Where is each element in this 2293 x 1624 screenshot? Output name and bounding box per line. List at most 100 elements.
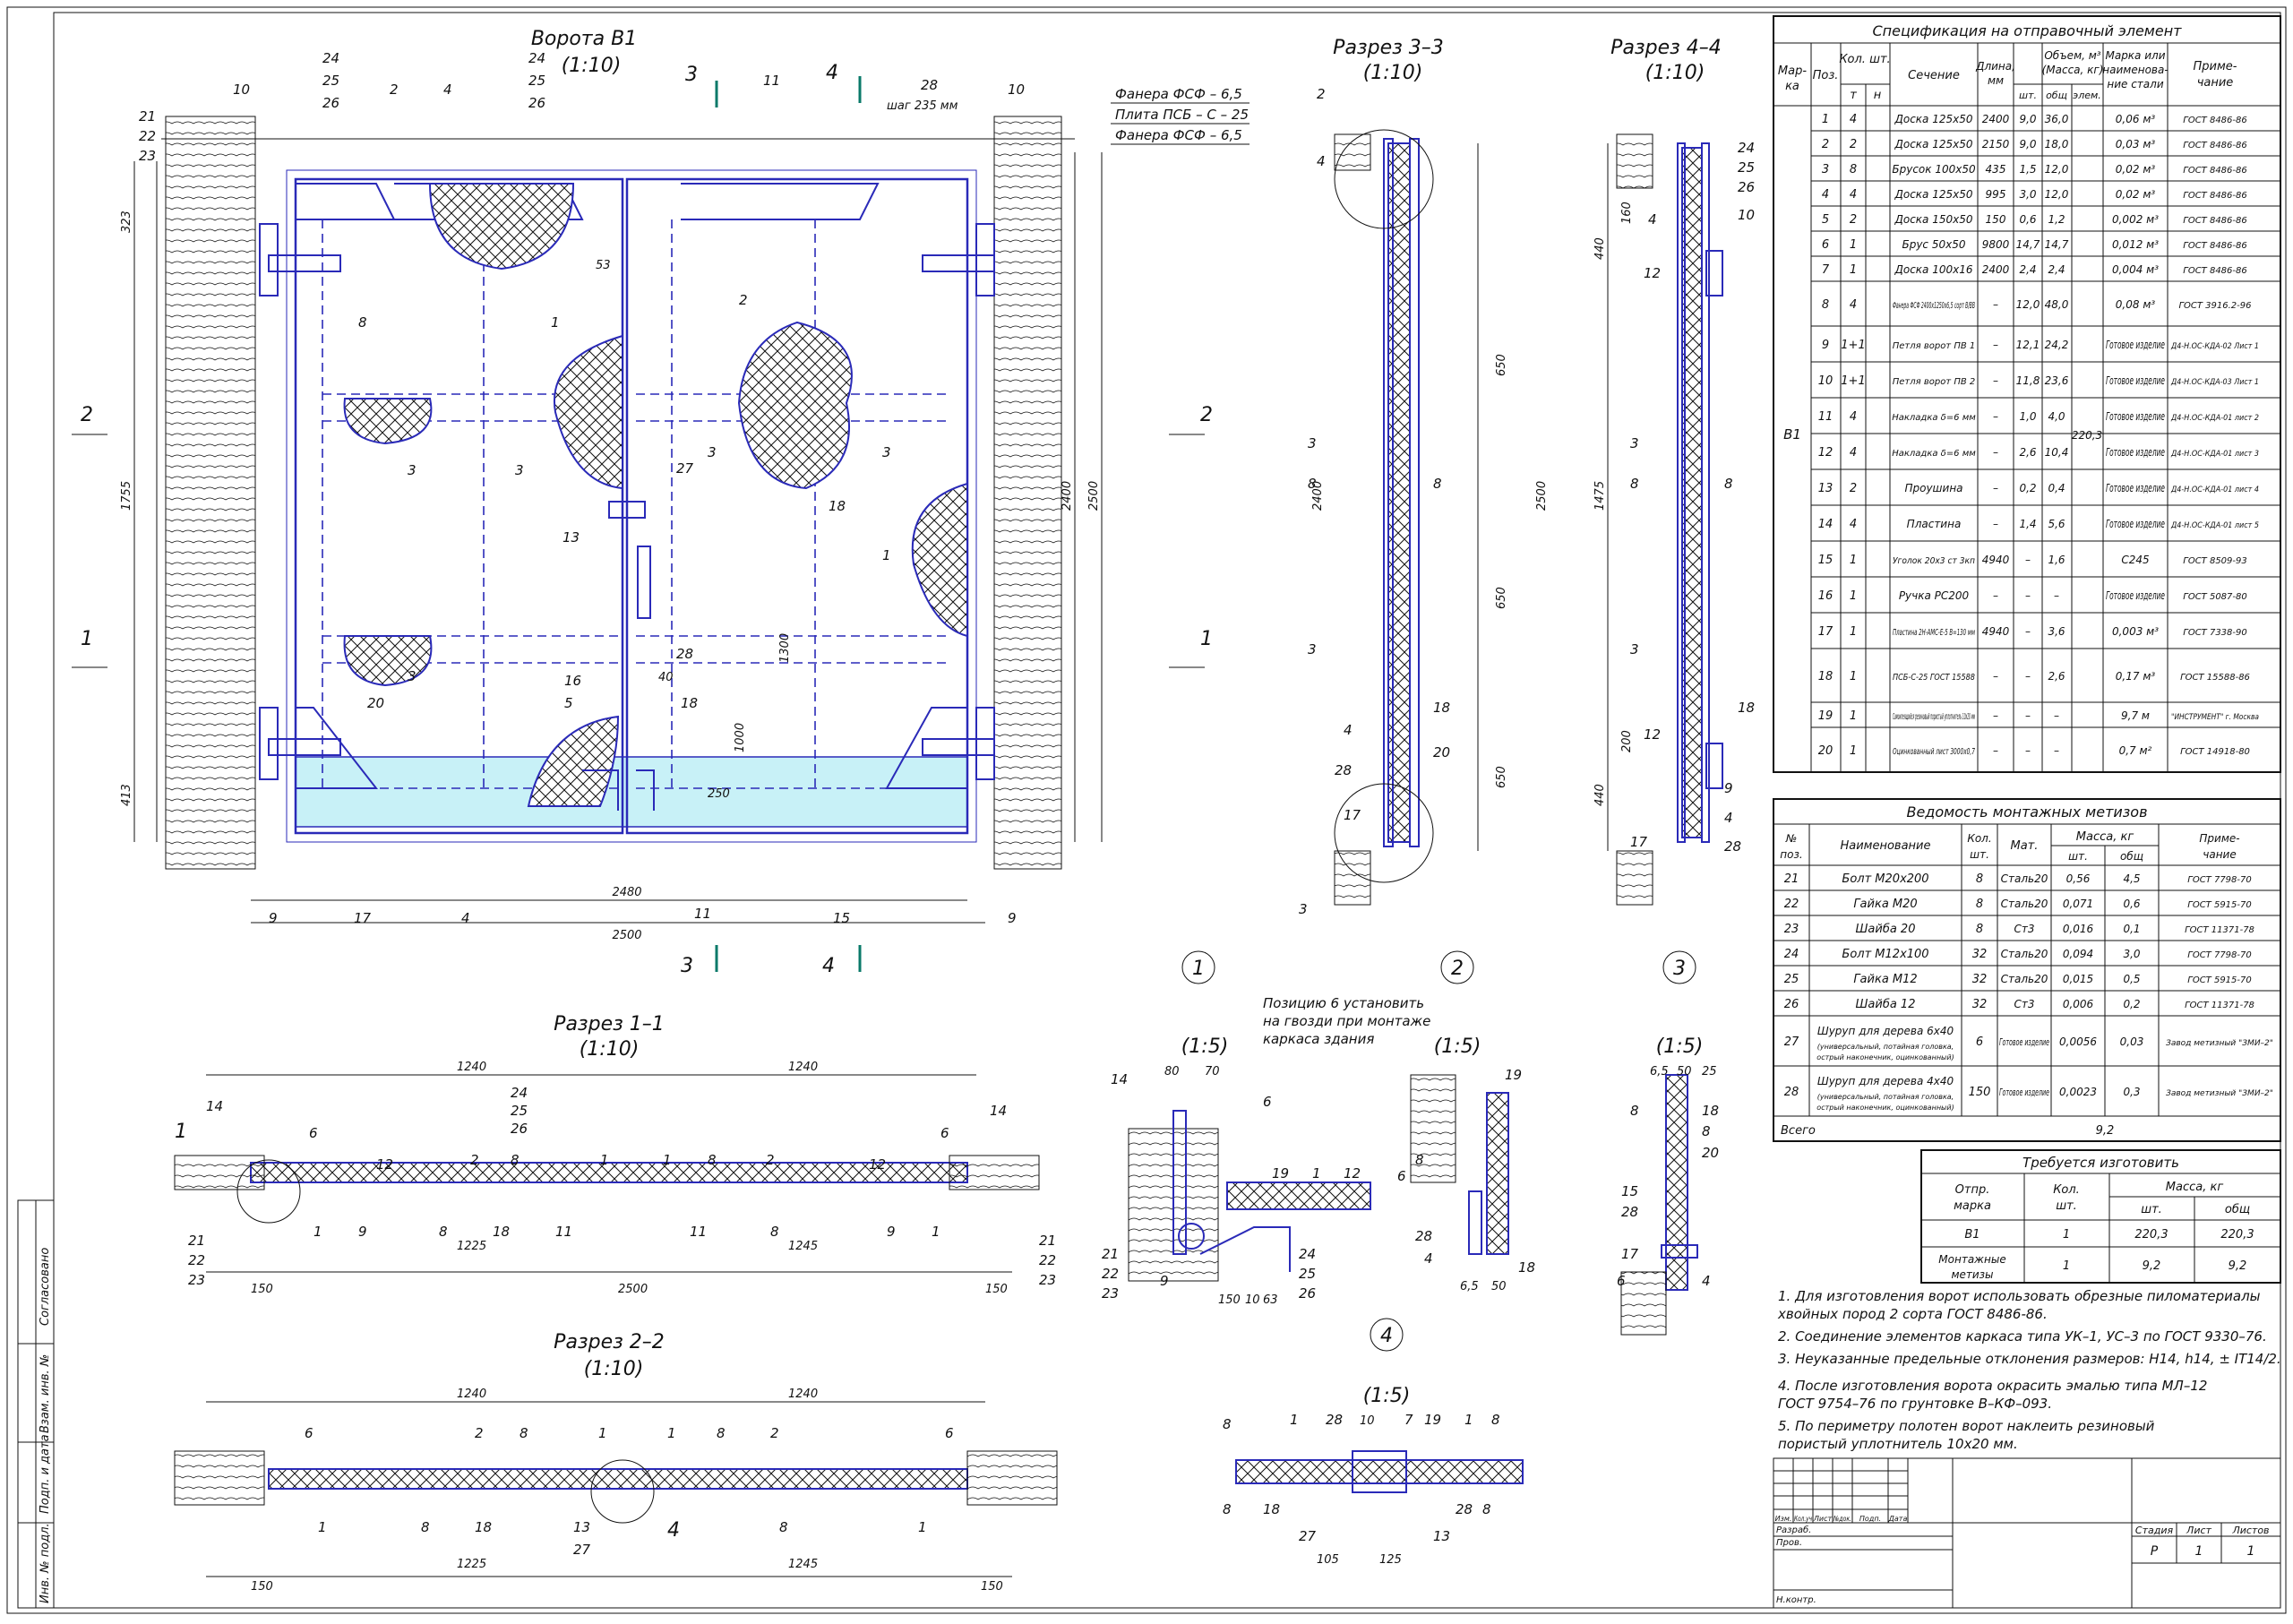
svg-text:(1:5): (1:5) [1434, 1035, 1481, 1058]
table-cell: 1 [1822, 113, 1829, 126]
spec-mark: В1 [1783, 426, 1801, 443]
table-cell: – [2025, 709, 2031, 722]
svg-text:17: 17 [1630, 834, 1648, 850]
table-cell: 0,6 [2123, 898, 2140, 910]
svg-text:440: 440 [1593, 237, 1607, 260]
svg-text:19: 19 [1505, 1067, 1522, 1083]
table-cell: 48,0 [2045, 298, 2069, 311]
table-cell: – [1993, 670, 1998, 683]
svg-text:1240: 1240 [788, 1388, 818, 1401]
table-cell: Д4-Н.ОС-КДА-02 Лист 1 [2170, 342, 2259, 351]
stamp-col: Подп. [1859, 1515, 1881, 1523]
svg-text:3: 3 [1308, 641, 1317, 657]
svg-text:8: 8 [770, 1224, 779, 1240]
table-cell: 9800 [1982, 238, 2010, 251]
table-cell: 3 [1822, 163, 1829, 176]
table-cell: Готовое изделие [2106, 518, 2165, 530]
table-cell: 1+1 [1841, 339, 1865, 352]
table-cell: ГОСТ 11371-78 [2185, 925, 2254, 935]
svg-text:1: 1 [1312, 1165, 1321, 1181]
table-cell: 0,06 м³ [2116, 113, 2156, 125]
svg-text:440: 440 [1593, 784, 1607, 806]
svg-text:2400: 2400 [1311, 481, 1325, 511]
svg-text:650: 650 [1495, 587, 1508, 609]
svg-text:26: 26 [1299, 1285, 1316, 1302]
table-cell: 32 [1972, 973, 1988, 986]
svg-text:650: 650 [1495, 354, 1508, 376]
stamp-col: Изм. [1775, 1515, 1792, 1523]
table-cell: 20 [1818, 744, 1834, 758]
table-cell: 5 [1822, 213, 1829, 227]
wall-siding-right [993, 116, 1062, 870]
svg-text:160: 160 [1620, 202, 1634, 224]
table-cell: 4 [1850, 446, 1857, 460]
table-cell: – [1993, 446, 1998, 459]
side-label-agreed: Согласовано [39, 1248, 52, 1326]
svg-text:4: 4 [1648, 211, 1657, 228]
svg-text:1: 1 [1464, 1412, 1473, 1428]
table-cell: 2,6 [2019, 446, 2036, 459]
svg-text:8: 8 [1223, 1501, 1232, 1517]
table-cell: общ [2120, 850, 2143, 863]
table-cell: Самоклеящийся резиновый пористый уплотни… [1893, 712, 1975, 722]
table-cell: 24 [1784, 948, 1799, 961]
table-cell: ГОСТ 8509-93 [2183, 556, 2247, 566]
table-cell: 1,4 [2019, 518, 2036, 530]
table-cell: Приме- [2199, 832, 2239, 845]
svg-text:каркаса здания: каркаса здания [1263, 1031, 1374, 1047]
svg-text:9: 9 [887, 1224, 896, 1240]
table-cell: общ [2046, 90, 2067, 101]
svg-text:18: 18 [1518, 1259, 1535, 1276]
svg-text:13: 13 [1433, 1528, 1450, 1544]
table-cell: 0,56 [2066, 872, 2091, 885]
table-cell: – [2025, 744, 2031, 757]
svg-text:11: 11 [690, 1224, 707, 1240]
svg-text:2: 2 [1317, 86, 1326, 102]
svg-text:27: 27 [676, 460, 694, 477]
table-cell: 18,0 [2045, 138, 2069, 150]
table-cell: наименова- [2102, 64, 2168, 76]
note-line: 5. По периметру полотен ворот наклеить р… [1778, 1418, 2155, 1434]
svg-text:18: 18 [681, 695, 698, 711]
svg-text:18: 18 [1702, 1103, 1719, 1119]
table-cell: Уголок 20х3 ст 3кп [1893, 556, 1975, 566]
table-cell: Доска 125х50 [1894, 113, 1972, 125]
spec-title: Спецификация на отправочный элемент [1873, 22, 2183, 39]
table-cell: 4,0 [2048, 410, 2065, 423]
insulation-cutout [343, 398, 433, 445]
table-cell: 1 [1850, 263, 1857, 277]
svg-text:12: 12 [869, 1156, 886, 1173]
svg-text:1: 1 [313, 1224, 322, 1240]
side-label-replace: Взам. инв. № [39, 1354, 52, 1433]
svg-text:9: 9 [269, 910, 278, 926]
svg-text:80: 80 [1164, 1065, 1180, 1078]
table-cell: н [1874, 89, 1882, 102]
stamp-col: Лист [1813, 1515, 1833, 1523]
svg-text:1: 1 [551, 314, 560, 331]
svg-text:3: 3 [685, 64, 698, 86]
s44-title: Разрез 4–4 [1610, 37, 1722, 59]
table-cell: Брусок 100х50 [1892, 163, 1976, 176]
svg-text:8: 8 [1223, 1416, 1232, 1432]
table-cell: 14,7 [2016, 238, 2040, 251]
gate-callouts: 24 25 26 24 25 26 10 10 21 22 23 2 4 11 … [139, 50, 1025, 926]
table-cell: 23,6 [2045, 374, 2069, 387]
table-cell: 14 [1818, 518, 1834, 531]
note-line: ГОСТ 9754–76 по грунтовке В–КФ–093. [1778, 1396, 2052, 1412]
svg-text:150: 150 [981, 1580, 1003, 1594]
svg-text:26: 26 [1738, 179, 1755, 195]
step-note: шаг 235 мм [887, 99, 958, 113]
table-cell: Ст3 [2014, 923, 2034, 935]
table-cell: Сталь20 [2001, 872, 2048, 885]
table-cell: 1 [1850, 670, 1857, 683]
insulation-cutout [343, 635, 433, 687]
svg-text:150: 150 [1218, 1293, 1241, 1307]
svg-text:10: 10 [1738, 207, 1755, 223]
table-cell: – [1993, 709, 1998, 722]
table-cell: 9 [1822, 339, 1829, 352]
table-cell: Масса, кг [2166, 1181, 2224, 1194]
table-cell: 32 [1972, 998, 1988, 1011]
table-cell: ние стали [2107, 78, 2163, 90]
svg-text:8: 8 [511, 1152, 520, 1168]
